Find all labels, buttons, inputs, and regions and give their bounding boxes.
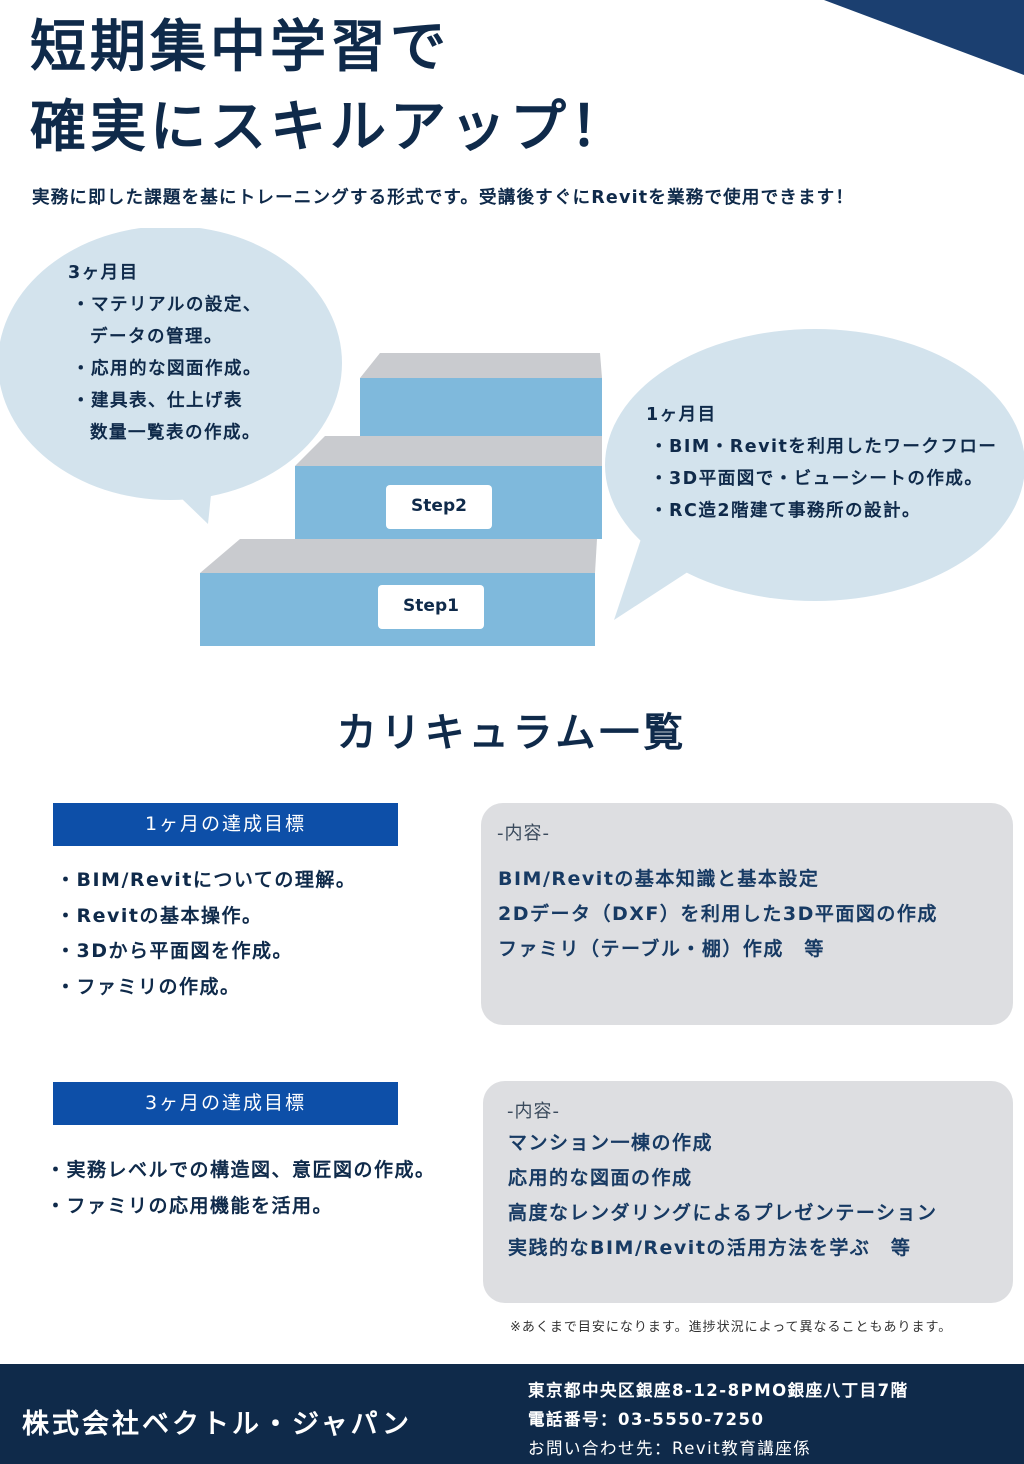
speech-bubble-3-months [0, 228, 342, 524]
content-line: 応用的な図面の作成 [508, 1167, 693, 1189]
goal-list-item: ・実務レベルでの構造図、意匠図の作成。 [46, 1159, 436, 1181]
goal-1-month-list: ・BIM/Revitについての理解。 ・Revitの基本操作。 ・3Dから平面図… [56, 863, 356, 1005]
hero-subtitle: 実務に即した課題を基にトレーニングする形式です。受講後すぐにRevitを業務で使… [32, 188, 855, 208]
content-line: ファミリ（テーブル・棚）作成 等 [498, 938, 825, 960]
step1-label: Step1 [378, 585, 484, 629]
goal-3-months-header: 3ヶ月の達成目標 [53, 1082, 398, 1125]
bubble-1-month-item: ・RC造2階建て事務所の設計。 [650, 501, 921, 521]
bubble-3-months-item: ・建具表、仕上げ表 [72, 391, 243, 411]
content-line: BIM/Revitの基本知識と基本設定 [498, 868, 820, 890]
goal-1-month-header: 1ヶ月の達成目標 [53, 803, 398, 846]
address: 東京都中央区銀座8-12-8PMO銀座八丁目7階 [528, 1381, 909, 1400]
bubble-3-months-item: 数量一覧表の作成。 [90, 423, 261, 443]
footer: 株式会社ベクトル・ジャパン 東京都中央区銀座8-12-8PMO銀座八丁目7階 電… [0, 1364, 1024, 1464]
content-box-3-months: -内容- マンション一棟の作成 応用的な図面の作成 高度なレンダリングによるプレ… [483, 1081, 1013, 1303]
phone-number: 電話番号：03-5550-7250 [528, 1410, 765, 1429]
speech-bubble-1-month [605, 329, 1024, 620]
disclaimer-note: ※あくまで目安になります。進捗状況によって異なることもあります。 [510, 1320, 953, 1335]
content-line: 2Dデータ（DXF）を利用した3D平面図の作成 [498, 903, 938, 925]
goal-list-item: ・Revitの基本操作。 [56, 904, 263, 927]
goal-3-months-list: ・実務レベルでの構造図、意匠図の作成。 ・ファミリの応用機能を活用。 [46, 1153, 436, 1224]
bubble-3-months-text: 3ヶ月目 ・マテリアルの設定、 データの管理。 ・応用的な図面作成。 ・建具表、… [68, 257, 262, 449]
goal-list-item: ・3Dから平面図を作成。 [56, 940, 293, 962]
curriculum-title: カリキュラム一覧 [336, 710, 688, 756]
hero-title-line1: 短期集中学習で [30, 15, 450, 80]
bubble-1-month-text: 1ヶ月目 ・BIM・Revitを利用したワークフロー ・3D平面図で・ビューシー… [646, 399, 997, 527]
hero-title-line2: 確実にスキルアップ！ [30, 95, 630, 160]
corner-decoration [824, 0, 1024, 75]
bubble-1-month-item: ・3D平面図で・ビューシートの作成。 [650, 469, 984, 489]
bubble-1-month-item: ・BIM・Revitを利用したワークフロー [650, 437, 998, 457]
content-lines: マンション一棟の作成 応用的な図面の作成 高度なレンダリングによるプレゼンテーシ… [508, 1126, 938, 1266]
goal-list-item: ・BIM/Revitについての理解。 [56, 869, 357, 891]
content-label: -内容- [497, 823, 550, 844]
content-box-1-month: -内容- BIM/Revitの基本知識と基本設定 2Dデータ（DXF）を利用した… [481, 803, 1013, 1025]
bubble-3-months-heading: 3ヶ月目 [68, 263, 139, 283]
step2-label: Step2 [386, 485, 492, 529]
bubble-3-months-item: ・マテリアルの設定、 [72, 295, 262, 315]
goal-list-item: ・ファミリの応用機能を活用。 [46, 1194, 334, 1217]
goal-list-item: ・ファミリの作成。 [56, 975, 241, 998]
content-label: -内容- [507, 1101, 560, 1122]
company-name: 株式会社ベクトル・ジャパン [22, 1409, 412, 1440]
content-line: マンション一棟の作成 [508, 1132, 714, 1154]
bubble-3-months-item: データの管理。 [90, 327, 223, 347]
content-line: 実践的なBIM/Revitの活用方法を学ぶ 等 [508, 1237, 912, 1259]
content-lines: BIM/Revitの基本知識と基本設定 2Dデータ（DXF）を利用した3D平面図… [498, 862, 938, 967]
contact-info: 東京都中央区銀座8-12-8PMO銀座八丁目7階 電話番号：03-5550-72… [528, 1376, 909, 1463]
contact-department: お問い合わせ先：Revit教育講座係 [528, 1439, 812, 1458]
bubble-3-months-item: ・応用的な図面作成。 [72, 359, 262, 379]
bubble-1-month-heading: 1ヶ月目 [646, 405, 717, 425]
content-line: 高度なレンダリングによるプレゼンテーション [508, 1202, 938, 1224]
